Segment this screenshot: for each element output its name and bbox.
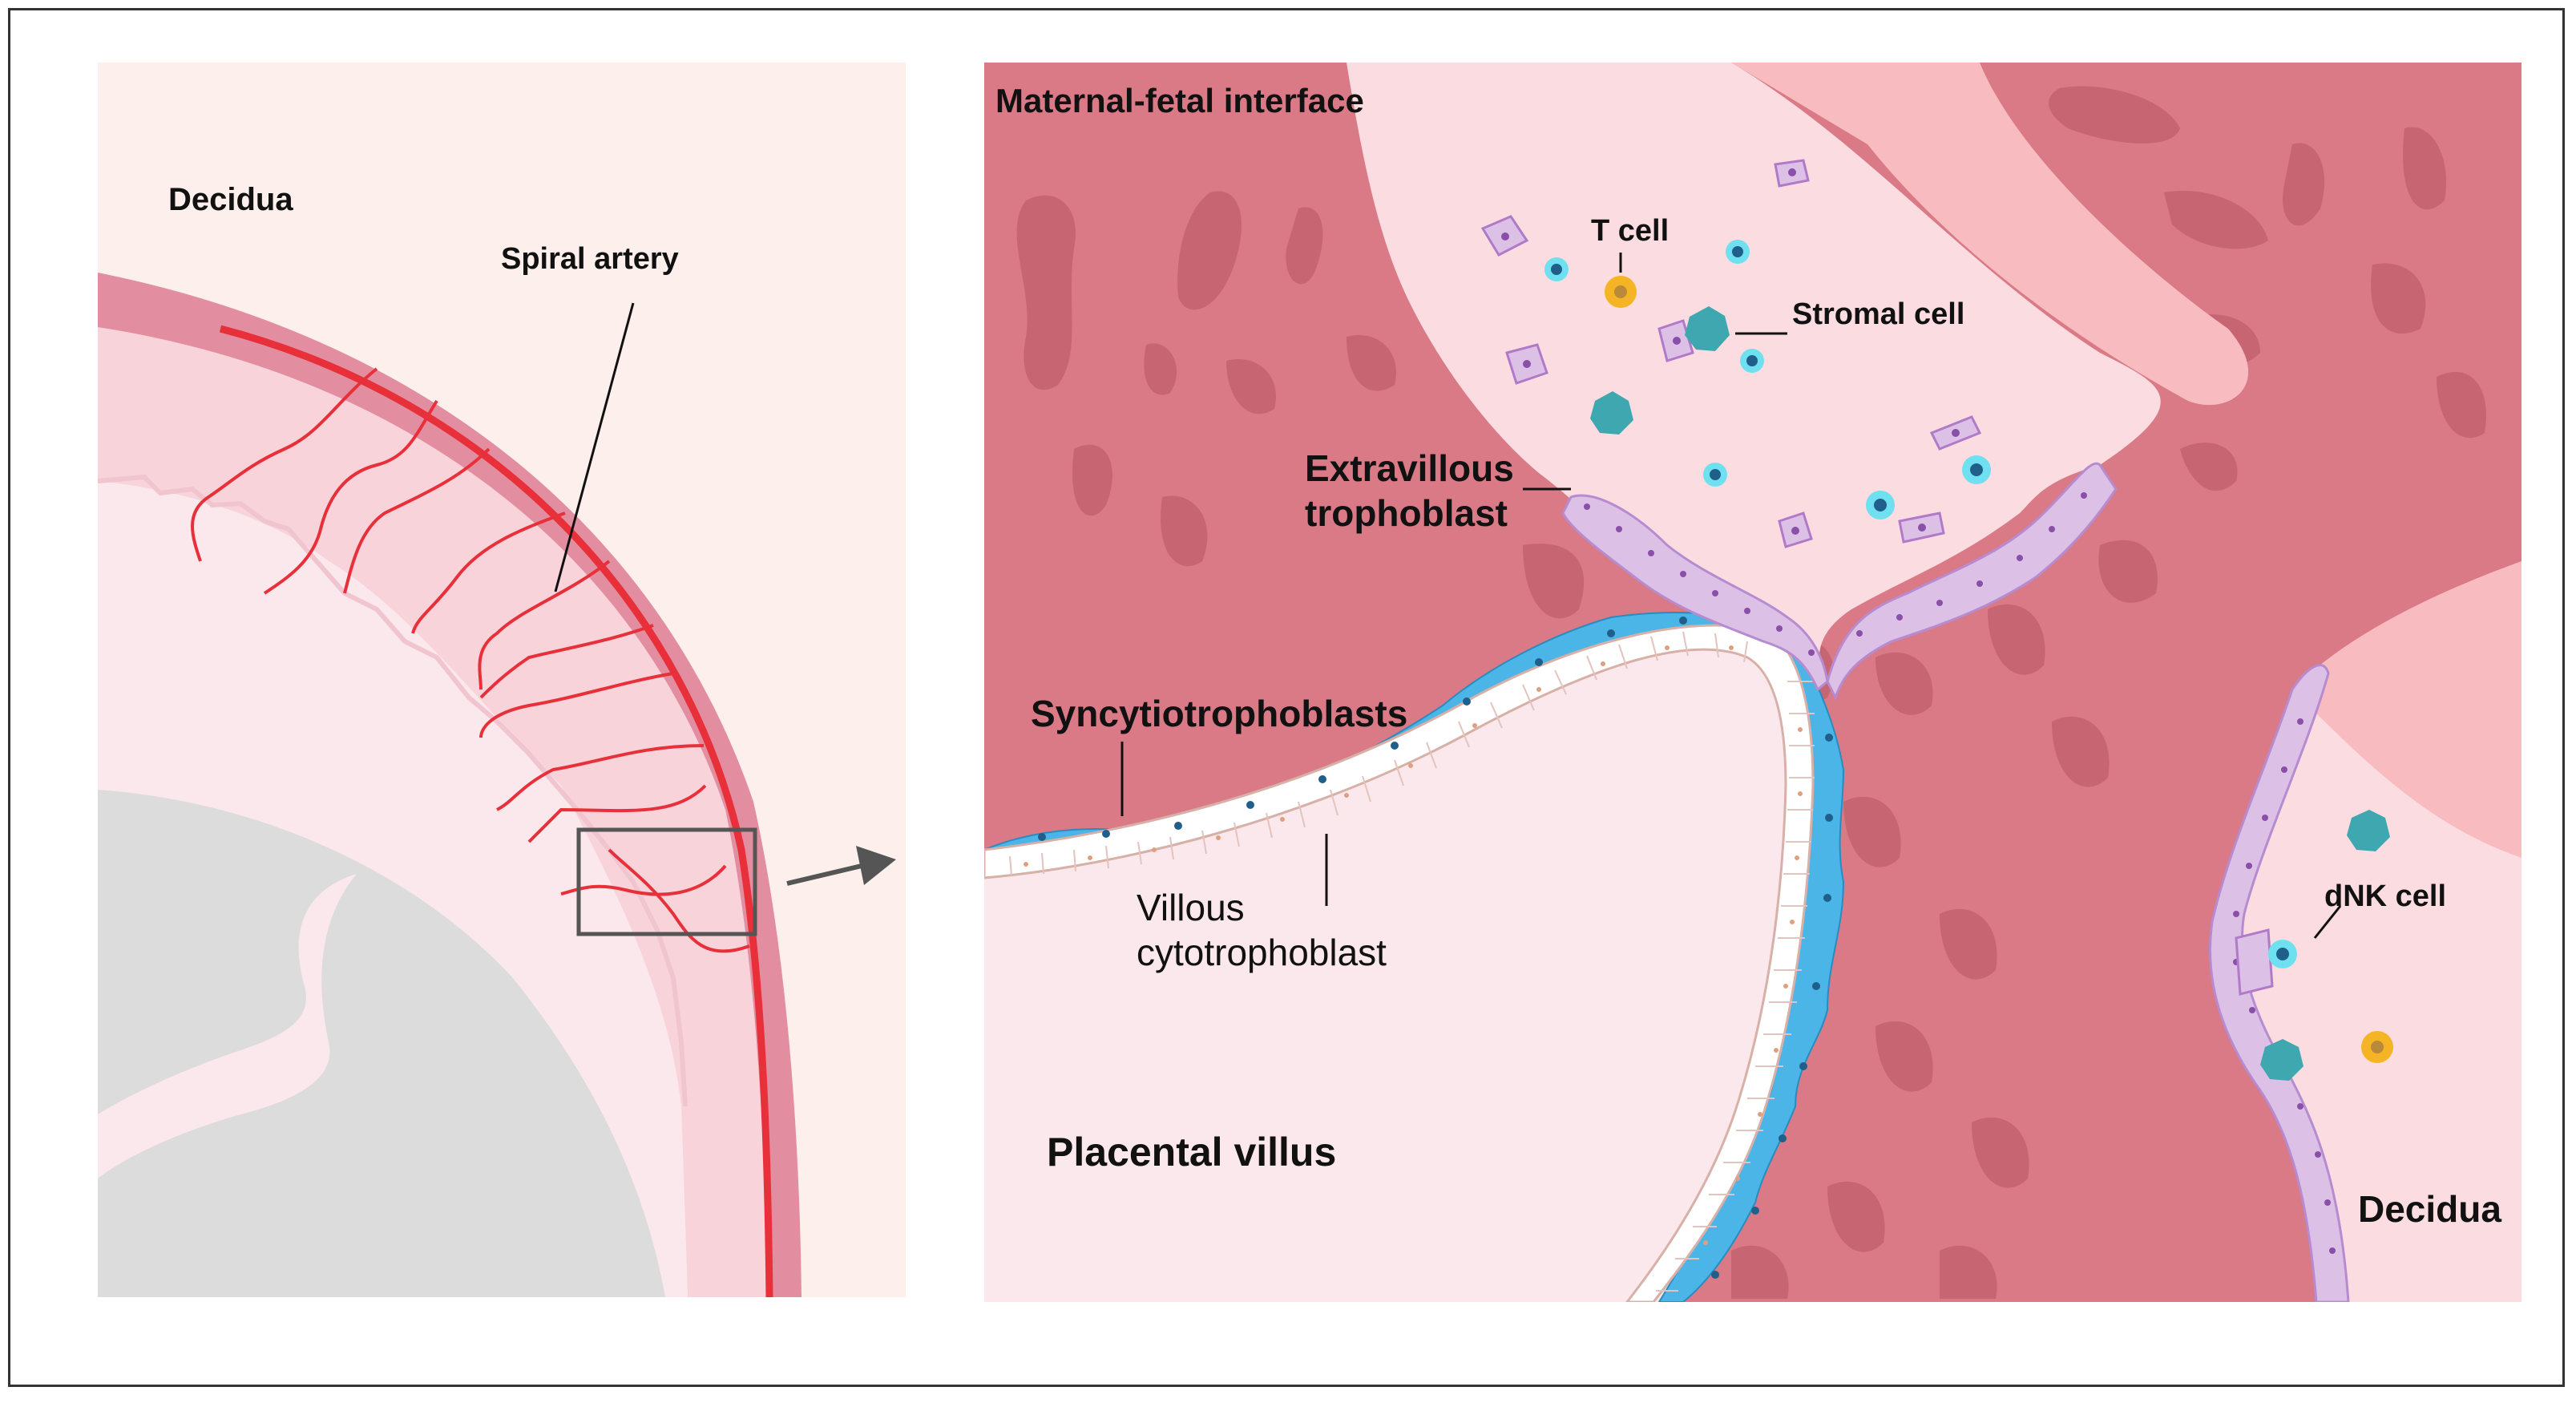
evt-label-line2: trophoblast [1305, 492, 1508, 534]
stromal-cell-label: Stromal cell [1792, 297, 1964, 331]
spiral-artery-leader [554, 302, 635, 592]
right-panel [984, 63, 2521, 1302]
t-cell-label: T cell [1591, 214, 1669, 248]
left-panel [98, 63, 906, 1297]
leader-lines [1120, 253, 2342, 939]
placental-villus [984, 630, 1827, 1302]
evt-column-decidua [2209, 664, 2350, 1302]
syncytio-label: Syncytiotrophoblasts [1031, 693, 1407, 734]
cyto-label-line1: Villous [1137, 887, 1245, 928]
stromal-cells [1590, 306, 2390, 1081]
main-artery [219, 325, 773, 1297]
zoom-arrow [786, 846, 896, 886]
right-decidua-label: Decidua [2358, 1188, 2501, 1230]
cytotrophoblast-cells [1009, 631, 1815, 1292]
cyto-label-line2: cytotrophoblast [1137, 932, 1387, 973]
spiral-artery-label: Spiral artery [501, 242, 679, 276]
decidual-layer [98, 327, 768, 1297]
amniotic-cavity [98, 790, 665, 1297]
evt-column-right [1826, 462, 2118, 701]
interface-title: Maternal-fetal interface [995, 82, 1364, 119]
spiral-arteries [191, 367, 750, 953]
umbilical-cord [98, 874, 357, 1179]
villus-label: Placental villus [1047, 1130, 1336, 1175]
macrophage-nuclei [1501, 168, 1960, 535]
macrophage-cells [1480, 159, 2274, 996]
left-decidua-label: Decidua [168, 182, 293, 217]
t-cells [1605, 276, 2393, 1063]
dnk-cell-label: dNK cell [2324, 879, 2446, 913]
evt-nuclei [1584, 492, 2336, 1254]
decidua-right-upper [2292, 561, 2521, 858]
zoom-region-box [576, 827, 757, 936]
placental-border [98, 474, 688, 1107]
cytotrophoblast-layer [984, 624, 1815, 1302]
cytotrophoblast-nuclei [1024, 645, 1803, 1245]
dnk-cells [1544, 240, 2297, 968]
upper-right-tissue [1731, 63, 2249, 406]
evt-label-line1: Extravillous [1305, 447, 1514, 489]
tissue-texture [1016, 86, 2486, 1299]
